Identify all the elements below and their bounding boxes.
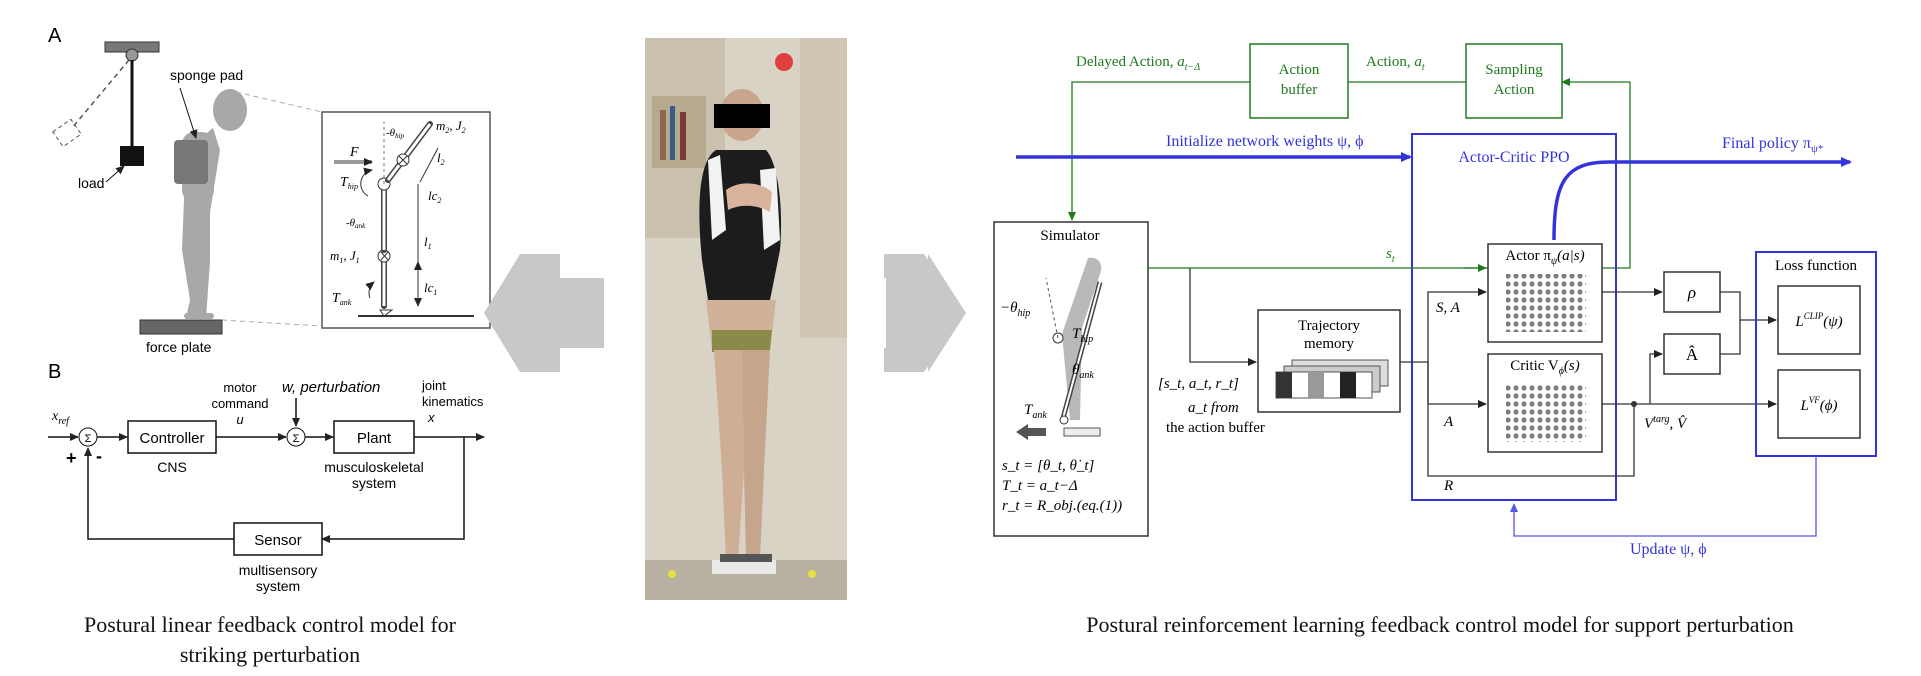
- svg-text:Â: Â: [1686, 345, 1699, 364]
- tuple-label: [s_t, a_t, r_t]: [1158, 376, 1239, 392]
- sponge-pad: [174, 140, 208, 184]
- inset-l2: l2: [437, 150, 445, 167]
- init-weights-label: Initialize network weights ψ, ϕ: [1166, 133, 1364, 150]
- subject-photo: [484, 38, 966, 600]
- action-buffer-box: [1249, 43, 1349, 119]
- sim-eq-state: s_t = [θ_t, θ̇_t]: [1002, 458, 1095, 474]
- lvf-label: LVF(ϕ): [1799, 395, 1837, 414]
- plus-sign: +: [66, 448, 77, 468]
- sim-tank: Tank: [1024, 402, 1047, 421]
- svg-text:Loss function: Loss function: [1775, 258, 1858, 274]
- inset-m2-j2: m2, J2: [436, 118, 466, 135]
- gray-arrow-left: [484, 254, 604, 372]
- inset-f: F: [349, 145, 359, 160]
- actor-label: Actor πψ(a|s): [1505, 248, 1584, 267]
- perturbation-label: w, perturbation: [282, 379, 380, 396]
- ppo-label: Actor-Critic PPO: [1458, 149, 1569, 166]
- r-label: R: [1443, 478, 1453, 494]
- panel-a-letter: A: [48, 25, 62, 47]
- xref-label: xref: [51, 409, 70, 427]
- face-redaction: [714, 104, 770, 128]
- simulator-figure: [1016, 257, 1103, 440]
- sensor-box: [233, 522, 323, 556]
- sponge-label: sponge pad: [170, 67, 243, 83]
- caption-right: Postural reinforcement learning feedback…: [1086, 612, 1794, 637]
- svg-text:Σ: Σ: [85, 433, 92, 445]
- load-weight: [120, 146, 144, 166]
- final-policy-label: Final policy πψ*: [1722, 135, 1823, 155]
- inset-neg-tank: -θank: [346, 217, 366, 230]
- critic-label: Critic Vϕ(s): [1510, 358, 1580, 377]
- svg-text:Σ: Σ: [293, 433, 300, 445]
- sa-label: S, A: [1436, 300, 1461, 316]
- sim-thip: Thip: [1072, 326, 1093, 345]
- inset-neg-thip: -θhip: [386, 127, 405, 140]
- gray-arrow-right-main: [886, 254, 966, 372]
- sim-eq-torque: T_t = a_t−Δ: [1002, 478, 1078, 494]
- a-label: A: [1443, 414, 1454, 430]
- svg-text:Sensor: Sensor: [254, 532, 302, 549]
- inset-thip: Thip: [340, 175, 358, 191]
- caption-left: Postural linear feedback control model f…: [83, 612, 457, 667]
- ppo-box: [1411, 133, 1617, 501]
- inset-tank: Tank: [332, 291, 352, 307]
- panel-b-letter: B: [48, 361, 61, 383]
- action-at-label: Action, at: [1366, 54, 1425, 73]
- cns-label: CNS: [157, 459, 187, 475]
- inset-lc2: lc2: [428, 188, 441, 205]
- vtarg-label: Vtarg, V̂: [1644, 414, 1688, 432]
- advantage-box: [1663, 333, 1721, 375]
- plant-box: [333, 420, 415, 454]
- lclip-box: [1777, 285, 1861, 355]
- force-plate-label: force plate: [146, 339, 212, 355]
- sampling-action-box: [1465, 43, 1563, 119]
- memory-stack-icon: [1275, 359, 1389, 399]
- svg-text:Simulator: Simulator: [1040, 228, 1099, 244]
- inset-l1: l1: [424, 234, 432, 251]
- svg-text:Plant: Plant: [357, 430, 392, 447]
- panel-a: A load sponge pad force plate: [48, 25, 491, 355]
- st-label: st: [1386, 246, 1395, 265]
- minus-sign: -: [96, 446, 102, 466]
- inset-m1-j1: m1, J1: [330, 248, 360, 265]
- controller-box: [127, 420, 217, 454]
- lclip-label: LCLIP(ψ): [1794, 311, 1842, 330]
- load-label: load: [78, 175, 104, 191]
- lvf-box: [1777, 369, 1861, 439]
- svg-text:Controller: Controller: [139, 430, 204, 447]
- delayed-action-label: Delayed Action, at−Δ: [1076, 54, 1200, 73]
- inset-model: F Thip -θhip m2, J2 l2 lc2 -θank m1, J1 …: [321, 111, 491, 329]
- svg-text:ρ: ρ: [1687, 283, 1696, 302]
- sim-theta-ank: θank: [1072, 362, 1094, 381]
- inset-lc1: lc1: [424, 280, 437, 297]
- update-label: Update ψ, ϕ: [1630, 541, 1707, 558]
- sim-neg-thip: −θhip: [1000, 300, 1030, 319]
- sim-eq-reward: r_t = R_obj.(eq.(1)): [1002, 498, 1122, 514]
- force-plate: [139, 319, 223, 335]
